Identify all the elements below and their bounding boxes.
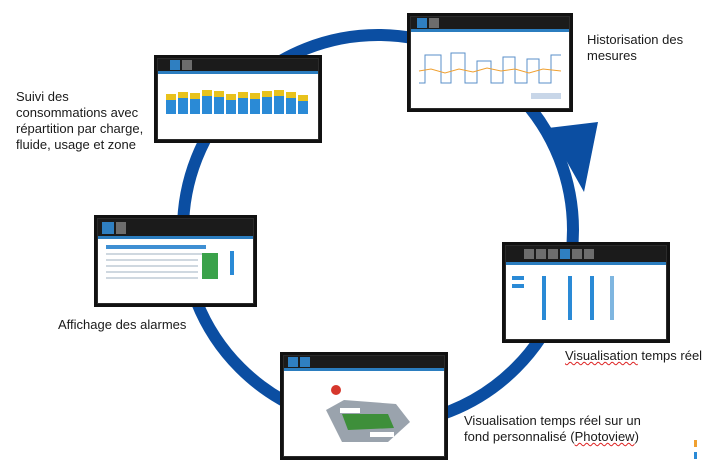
consumption-bar-top bbox=[202, 90, 212, 96]
consumption-bar bbox=[262, 97, 272, 114]
cycle-arrowhead-icon bbox=[548, 122, 598, 192]
stadium-view bbox=[326, 385, 410, 442]
label-photoview-line1: Visualisation temps réel sur un bbox=[464, 413, 641, 428]
consumption-bar bbox=[178, 98, 188, 114]
consumption-bar bbox=[250, 99, 260, 114]
label-photoview: Visualisation temps réel sur un fond per… bbox=[464, 413, 694, 445]
consumption-bar-top bbox=[166, 94, 176, 100]
consumption-bar bbox=[202, 96, 212, 114]
consumption-bar-top bbox=[250, 93, 260, 99]
consumption-bar-top bbox=[178, 92, 188, 98]
screenshot-realtime bbox=[505, 245, 667, 340]
consumption-bar bbox=[166, 100, 176, 114]
label-photoview-name: Photoview bbox=[574, 429, 635, 444]
label-realtime-rest: temps réel bbox=[637, 348, 703, 363]
label-realtime: Visualisation temps réel bbox=[565, 348, 711, 364]
label-consumption-tracking: Suivi des consommations avec répartition… bbox=[16, 89, 144, 152]
consumption-bar bbox=[190, 99, 200, 114]
consumption-bar-top bbox=[262, 91, 272, 97]
consumption-bar-top bbox=[226, 94, 236, 100]
corner-mark bbox=[694, 440, 697, 447]
screenshot-history bbox=[410, 16, 570, 109]
screenshot-alarms bbox=[97, 218, 254, 304]
label-alarms: Affichage des alarmes bbox=[58, 317, 187, 332]
screenshot-consumption bbox=[157, 58, 319, 140]
consumption-bar bbox=[226, 100, 236, 114]
consumption-bar-top bbox=[274, 90, 284, 96]
consumption-chart bbox=[166, 90, 308, 114]
consumption-bar-top bbox=[286, 92, 296, 98]
consumption-bar bbox=[298, 101, 308, 114]
corner-mark-2 bbox=[694, 452, 697, 459]
consumption-bar bbox=[286, 98, 296, 114]
consumption-bar bbox=[238, 98, 248, 114]
consumption-bar bbox=[274, 96, 284, 114]
consumption-bar-top bbox=[298, 95, 308, 101]
consumption-bar-top bbox=[214, 91, 224, 97]
consumption-bar-top bbox=[190, 93, 200, 99]
label-realtime-word: Visualisation bbox=[565, 348, 638, 363]
label-photoview-line2: fond personnalisé (Photoview) bbox=[464, 429, 694, 445]
screenshot-photoview bbox=[283, 355, 445, 457]
consumption-bar bbox=[214, 97, 224, 114]
label-photoview-suffix: ) bbox=[634, 429, 639, 444]
consumption-bar-top bbox=[238, 92, 248, 98]
history-chart bbox=[418, 52, 562, 99]
label-photoview-prefix: fond personnalisé ( bbox=[464, 429, 575, 444]
label-history: Historisation des mesures bbox=[587, 32, 684, 63]
